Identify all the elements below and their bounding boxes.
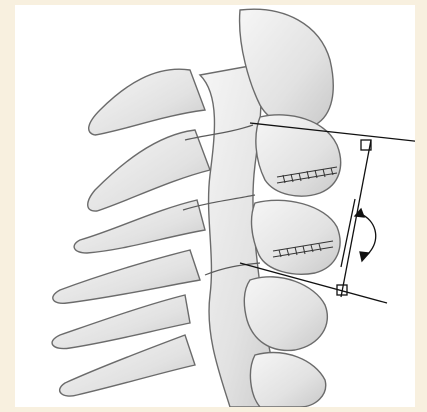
vertebral-body-lower (252, 200, 341, 274)
spinous-process-c2 (89, 69, 205, 135)
vertebral-body-upper (256, 115, 341, 196)
illustration-panel (15, 5, 415, 407)
rotation-arrow-head-bottom (360, 252, 369, 261)
spinous-process-c5 (53, 250, 200, 303)
vertebral-body-c7 (250, 353, 325, 407)
spinous-process-c3 (88, 130, 210, 211)
perpendicular-line (341, 140, 371, 297)
rotation-arrow (363, 215, 376, 255)
cervical-spine-diagram (15, 5, 415, 407)
spinous-processes (52, 69, 210, 396)
rotation-arrow-head-top (355, 209, 364, 217)
